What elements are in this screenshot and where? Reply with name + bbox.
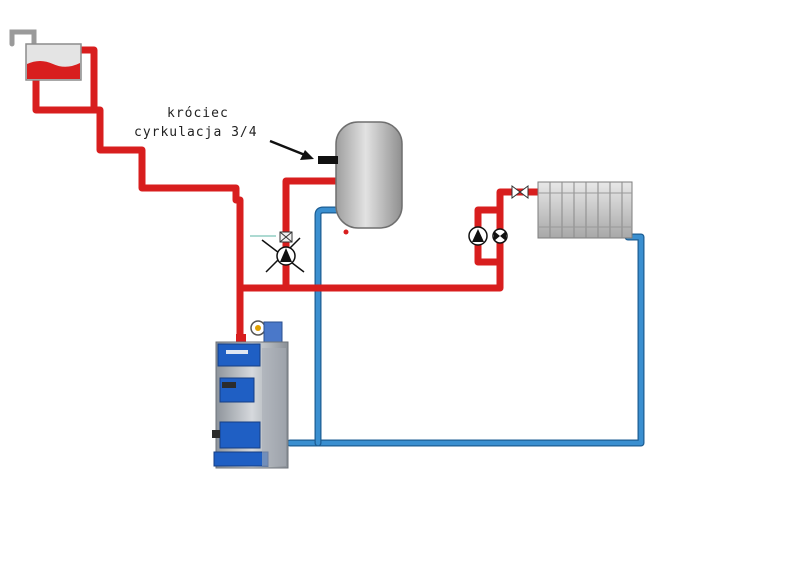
boiler-top-unit [263, 321, 283, 343]
hot-supply-pipes [32, 46, 544, 342]
storage-tank-body [335, 121, 403, 229]
boiler-chimney-collar [236, 334, 246, 346]
boiler-upper-door [219, 377, 255, 403]
radiator-valve-icon [511, 185, 521, 199]
tank-loop-pipe [282, 177, 340, 292]
expansion-tank-water [27, 61, 80, 79]
cold-return-pipes [286, 206, 645, 447]
circulation-stub [318, 156, 338, 164]
radiator [537, 181, 633, 239]
annotation-line-1: króciec [167, 106, 229, 121]
cold-riser-outline [314, 206, 340, 447]
radiator-branch-pipe [496, 188, 544, 266]
main-supply-pipe [236, 258, 504, 292]
tank-loop-valve-pump [250, 231, 305, 273]
storage-tank [318, 121, 403, 235]
radiator-pump-group [468, 185, 529, 246]
boiler-control-panel [217, 343, 261, 367]
boiler-lower-door [219, 421, 261, 449]
annotation-line-2: cyrkulacja 3/4 [134, 125, 258, 140]
cold-riser [315, 207, 339, 446]
expansion-main-pipe [90, 106, 244, 342]
tank-sensor [343, 229, 349, 235]
expansion-tank [9, 29, 82, 81]
radiator-body [537, 181, 633, 239]
cold-pipe-outline [286, 233, 645, 447]
annotation-arrow [269, 139, 314, 160]
overflow-hook [9, 29, 37, 50]
cold-pipe [287, 234, 644, 446]
boiler [212, 320, 289, 469]
boiler-base [213, 451, 269, 467]
